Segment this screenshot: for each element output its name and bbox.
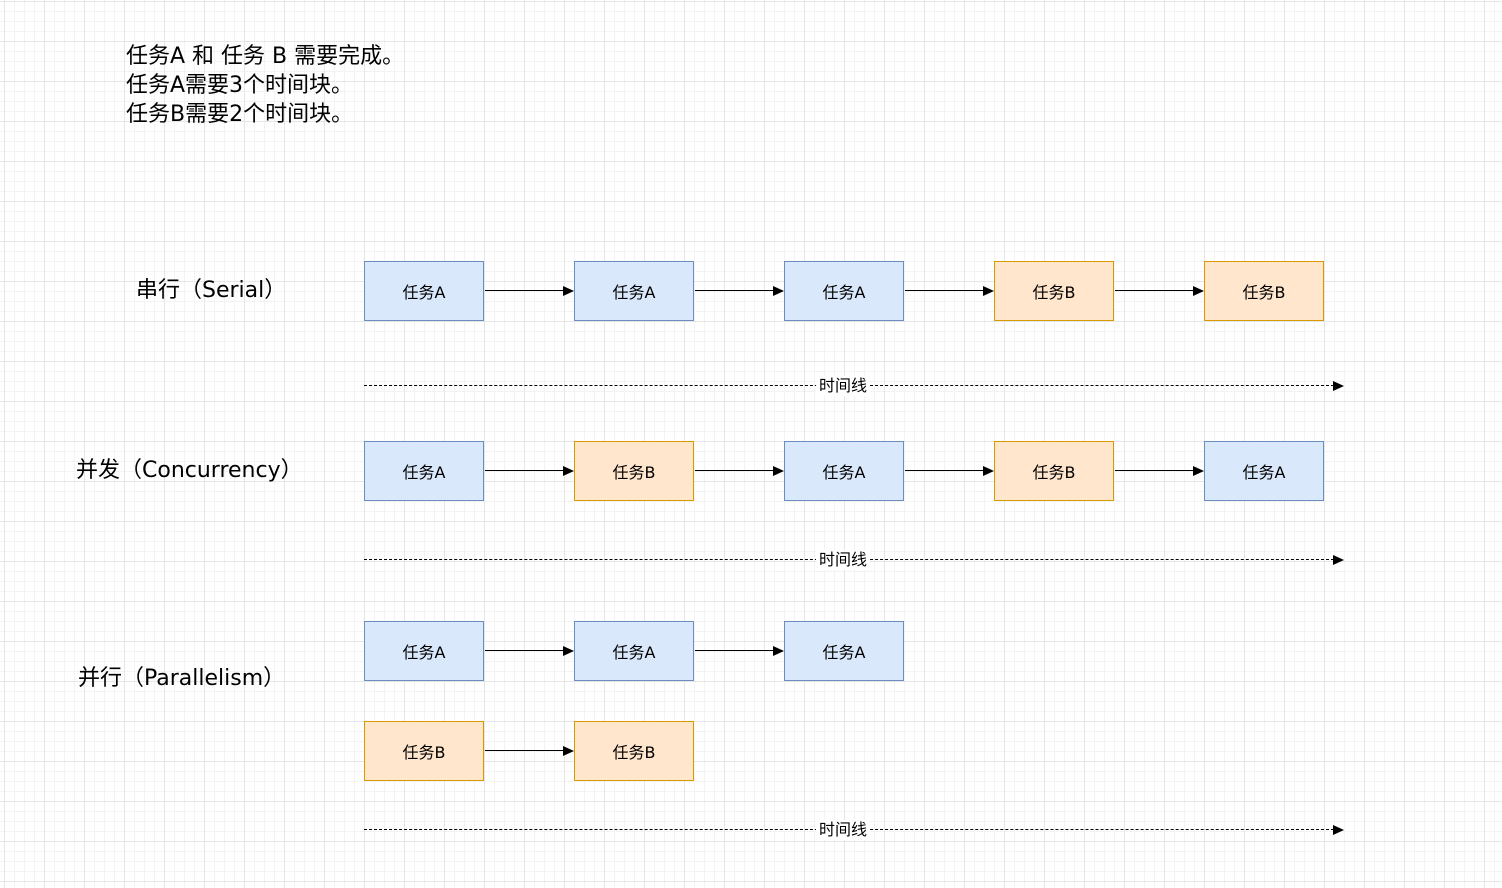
- parallel-lane-a-block-2[interactable]: 任务A: [574, 621, 694, 681]
- serial-arrow-1: [485, 285, 574, 297]
- serial-arrow-3: [905, 285, 994, 297]
- intro-line-2: 任务A需要3个时间块。: [126, 73, 354, 98]
- serial-task-block-1[interactable]: 任务A: [364, 261, 484, 321]
- concurrency-row-label: 并发（Concurrency）: [76, 458, 303, 483]
- concurrency-arrow-3: [905, 465, 994, 477]
- concurrency-timeline: 时间线: [364, 550, 1344, 570]
- serial-timeline: 时间线: [364, 376, 1344, 396]
- timeline-label: 时间线: [816, 550, 871, 570]
- timeline-arrowhead-icon: [1333, 381, 1344, 391]
- parallelism-timeline: 时间线: [364, 820, 1344, 840]
- serial-arrow-2: [695, 285, 784, 297]
- serial-row-label: 串行（Serial）: [136, 278, 287, 303]
- concurrency-task-block-5[interactable]: 任务A: [1204, 441, 1324, 501]
- timeline-label: 时间线: [816, 820, 871, 840]
- timeline-label: 时间线: [816, 376, 871, 396]
- timeline-arrowhead-icon: [1333, 825, 1344, 835]
- parallel-lane-a-arrow-2: [695, 645, 784, 657]
- concurrency-task-block-2[interactable]: 任务B: [574, 441, 694, 501]
- parallel-lane-a-block-3[interactable]: 任务A: [784, 621, 904, 681]
- parallel-lane-b-arrow-1: [485, 745, 574, 757]
- concurrency-arrow-2: [695, 465, 784, 477]
- concurrency-task-block-3[interactable]: 任务A: [784, 441, 904, 501]
- concurrency-arrow-1: [485, 465, 574, 477]
- intro-text: 任务A 和 任务 B 需要完成。 任务A需要3个时间块。 任务B需要2个时间块。: [126, 42, 404, 129]
- serial-task-block-2[interactable]: 任务A: [574, 261, 694, 321]
- parallel-lane-b-block-2[interactable]: 任务B: [574, 721, 694, 781]
- intro-line-1: 任务A 和 任务 B 需要完成。: [126, 44, 405, 69]
- serial-task-block-4[interactable]: 任务B: [994, 261, 1114, 321]
- serial-arrow-4: [1115, 285, 1204, 297]
- serial-task-block-3[interactable]: 任务A: [784, 261, 904, 321]
- parallel-lane-a-block-1[interactable]: 任务A: [364, 621, 484, 681]
- parallel-lane-b-block-1[interactable]: 任务B: [364, 721, 484, 781]
- concurrency-arrow-4: [1115, 465, 1204, 477]
- timeline-arrowhead-icon: [1333, 555, 1344, 565]
- parallelism-row-label: 并行（Parallelism）: [78, 666, 286, 691]
- intro-line-3: 任务B需要2个时间块。: [126, 102, 354, 127]
- parallel-lane-a-arrow-1: [485, 645, 574, 657]
- concurrency-task-block-1[interactable]: 任务A: [364, 441, 484, 501]
- serial-task-block-5[interactable]: 任务B: [1204, 261, 1324, 321]
- concurrency-task-block-4[interactable]: 任务B: [994, 441, 1114, 501]
